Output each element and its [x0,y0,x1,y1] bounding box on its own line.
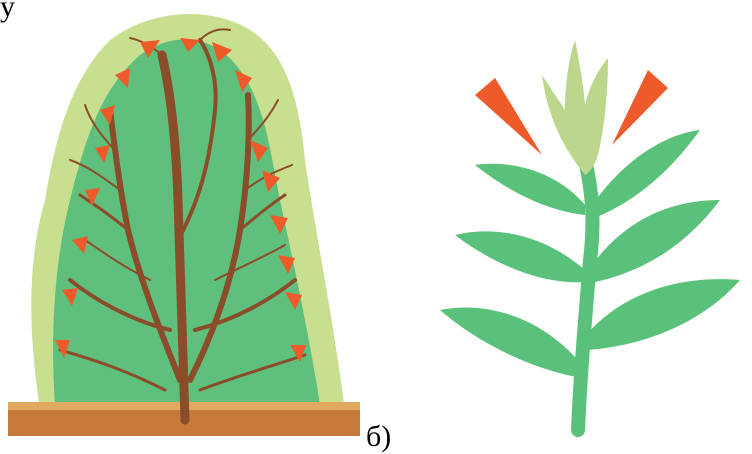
leaf-low-left [440,307,582,378]
pinched-plant-illustration [440,40,740,430]
leaf-mid-left [455,231,585,282]
cut-arrow-icon-right [612,70,668,145]
leaf-mid-right [592,200,720,282]
leaf-top-left [475,164,585,215]
pinched-bud [542,40,608,175]
cut-arrow-icon-left [475,78,542,155]
leaf-low-right [586,279,740,350]
pruned-shrub-illustration [8,14,360,436]
